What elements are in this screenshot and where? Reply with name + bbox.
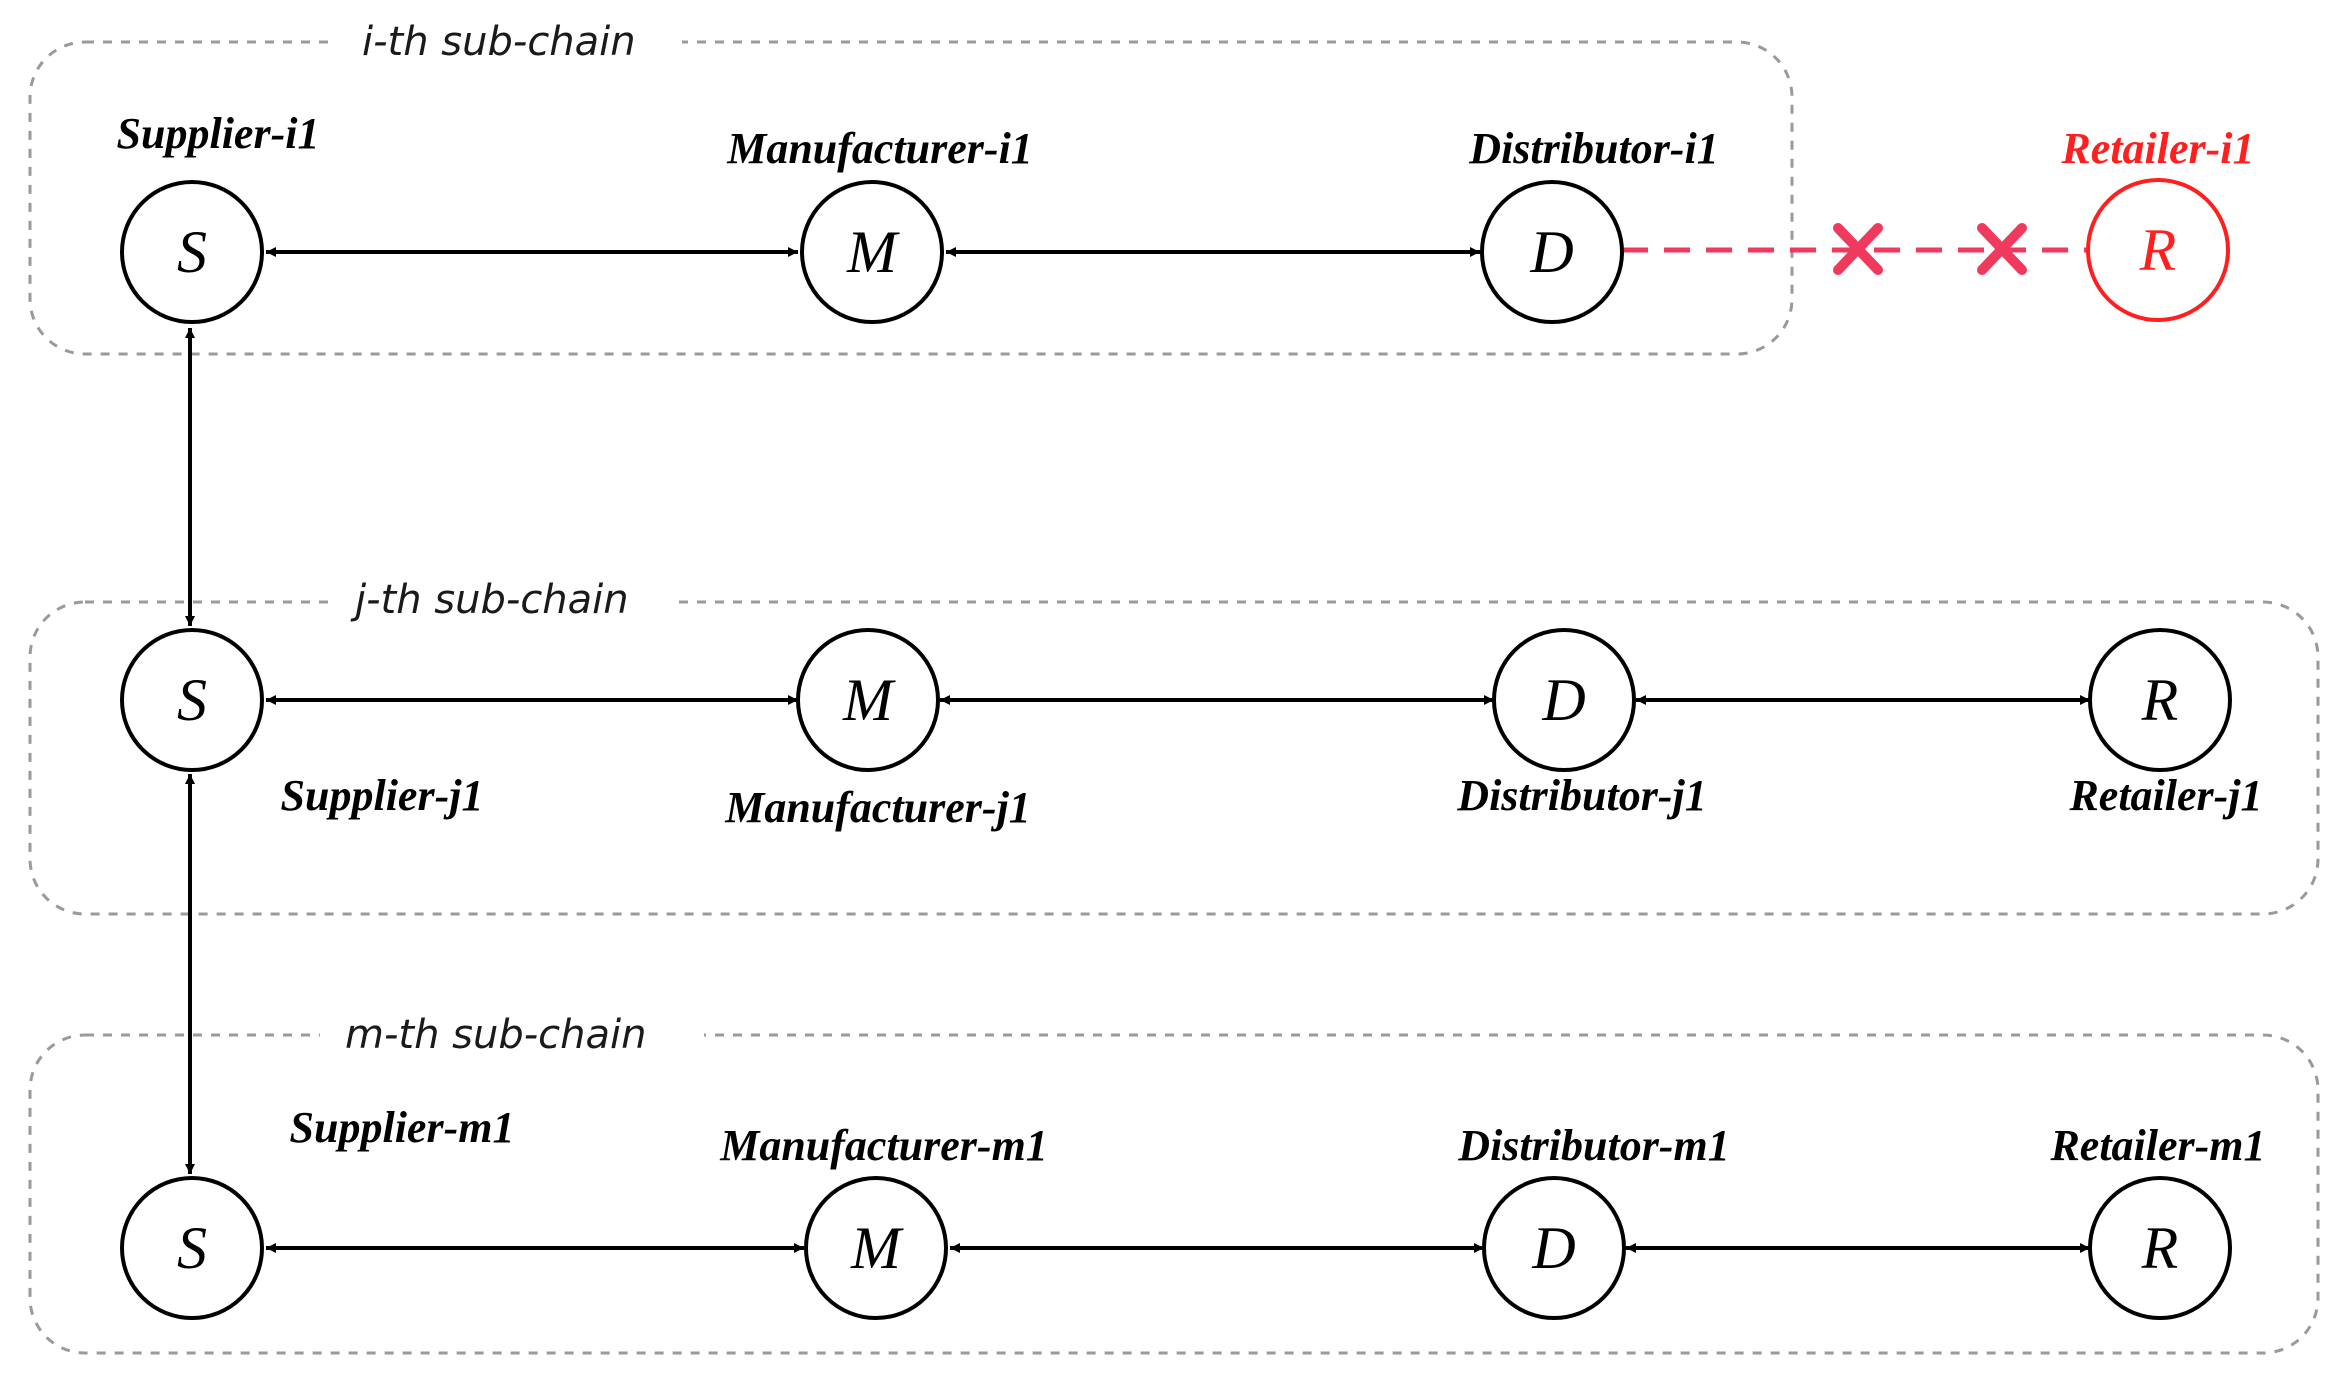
sub-chain-i: i-th sub-chain xyxy=(28,19,1794,356)
node-supplier-m1: S xyxy=(120,1176,264,1320)
node-label-supplier-i1: Supplier-i1 xyxy=(117,109,320,158)
node-circle xyxy=(120,180,264,324)
node-circle xyxy=(800,180,944,324)
sub-chain-m-border xyxy=(28,1033,2320,1355)
node-distributor-j1: D xyxy=(1492,628,1636,772)
node-manufacturer-j1: M xyxy=(796,628,940,772)
node-letter: M xyxy=(842,667,896,733)
node-retailer-i1: R xyxy=(2086,178,2230,322)
node-letter: D xyxy=(1541,667,1585,733)
node-label-supplier-j1: Supplier-j1 xyxy=(281,771,484,820)
node-letter: S xyxy=(177,219,207,285)
node-label-distributor-m1: Distributor-m1 xyxy=(1457,1121,1729,1170)
cross-mark-icon xyxy=(1977,223,2027,275)
node-label-supplier-m1: Supplier-m1 xyxy=(290,1103,515,1152)
node-distributor-i1: D xyxy=(1480,180,1624,324)
node-letter: M xyxy=(846,219,900,285)
node-letter: M xyxy=(850,1215,904,1281)
node-label-manufacturer-m1: Manufacturer-m1 xyxy=(719,1121,1048,1170)
node-letter: D xyxy=(1529,219,1573,285)
node-circle xyxy=(120,1176,264,1320)
sub-chain-i-border xyxy=(28,40,1794,356)
sub-chain-i-label: i-th sub-chain xyxy=(362,19,636,65)
node-circle xyxy=(120,628,264,772)
node-circle xyxy=(1492,628,1636,772)
sub-chain-m-label: m-th sub-chain xyxy=(345,1012,646,1058)
node-letter: R xyxy=(2139,217,2177,283)
node-circle xyxy=(796,628,940,772)
node-label-retailer-j1: Retailer-j1 xyxy=(2068,771,2262,820)
broken-link-distributor-i1-retailer-i1 xyxy=(1622,223,2086,275)
node-label-manufacturer-i1: Manufacturer-i1 xyxy=(726,124,1033,173)
node-letter: R xyxy=(2141,1215,2179,1281)
node-circle xyxy=(1480,180,1624,324)
node-letter: R xyxy=(2141,667,2179,733)
node-circle xyxy=(1482,1176,1626,1320)
sub-chain-j: j-th sub-chain xyxy=(28,577,2320,916)
node-label-manufacturer-j1: Manufacturer-j1 xyxy=(724,783,1031,832)
node-retailer-m1: R xyxy=(2088,1176,2232,1320)
node-supplier-i1: S xyxy=(120,180,264,324)
node-manufacturer-m1: M xyxy=(804,1176,948,1320)
node-letter: S xyxy=(177,667,207,733)
node-circle xyxy=(804,1176,948,1320)
node-label-distributor-i1: Distributor-i1 xyxy=(1468,124,1718,173)
node-manufacturer-i1: M xyxy=(800,180,944,324)
node-distributor-m1: D xyxy=(1482,1176,1626,1320)
sub-chain-m: m-th sub-chain xyxy=(28,1012,2320,1355)
node-retailer-j1: R xyxy=(2088,628,2232,772)
node-letter: D xyxy=(1531,1215,1575,1281)
node-label-distributor-j1: Distributor-j1 xyxy=(1456,771,1706,820)
node-supplier-j1: S xyxy=(120,628,264,772)
sub-chain-j-border xyxy=(28,600,2320,916)
node-circle xyxy=(2088,628,2232,772)
sub-chain-j-label: j-th sub-chain xyxy=(350,577,629,623)
node-letter: S xyxy=(177,1215,207,1281)
node-circle xyxy=(2088,1176,2232,1320)
node-label-retailer-i1: Retailer-i1 xyxy=(2060,124,2254,173)
cross-mark-icon xyxy=(1833,223,1883,275)
node-label-retailer-m1: Retailer-m1 xyxy=(2049,1121,2265,1170)
node-circle xyxy=(2086,178,2230,322)
